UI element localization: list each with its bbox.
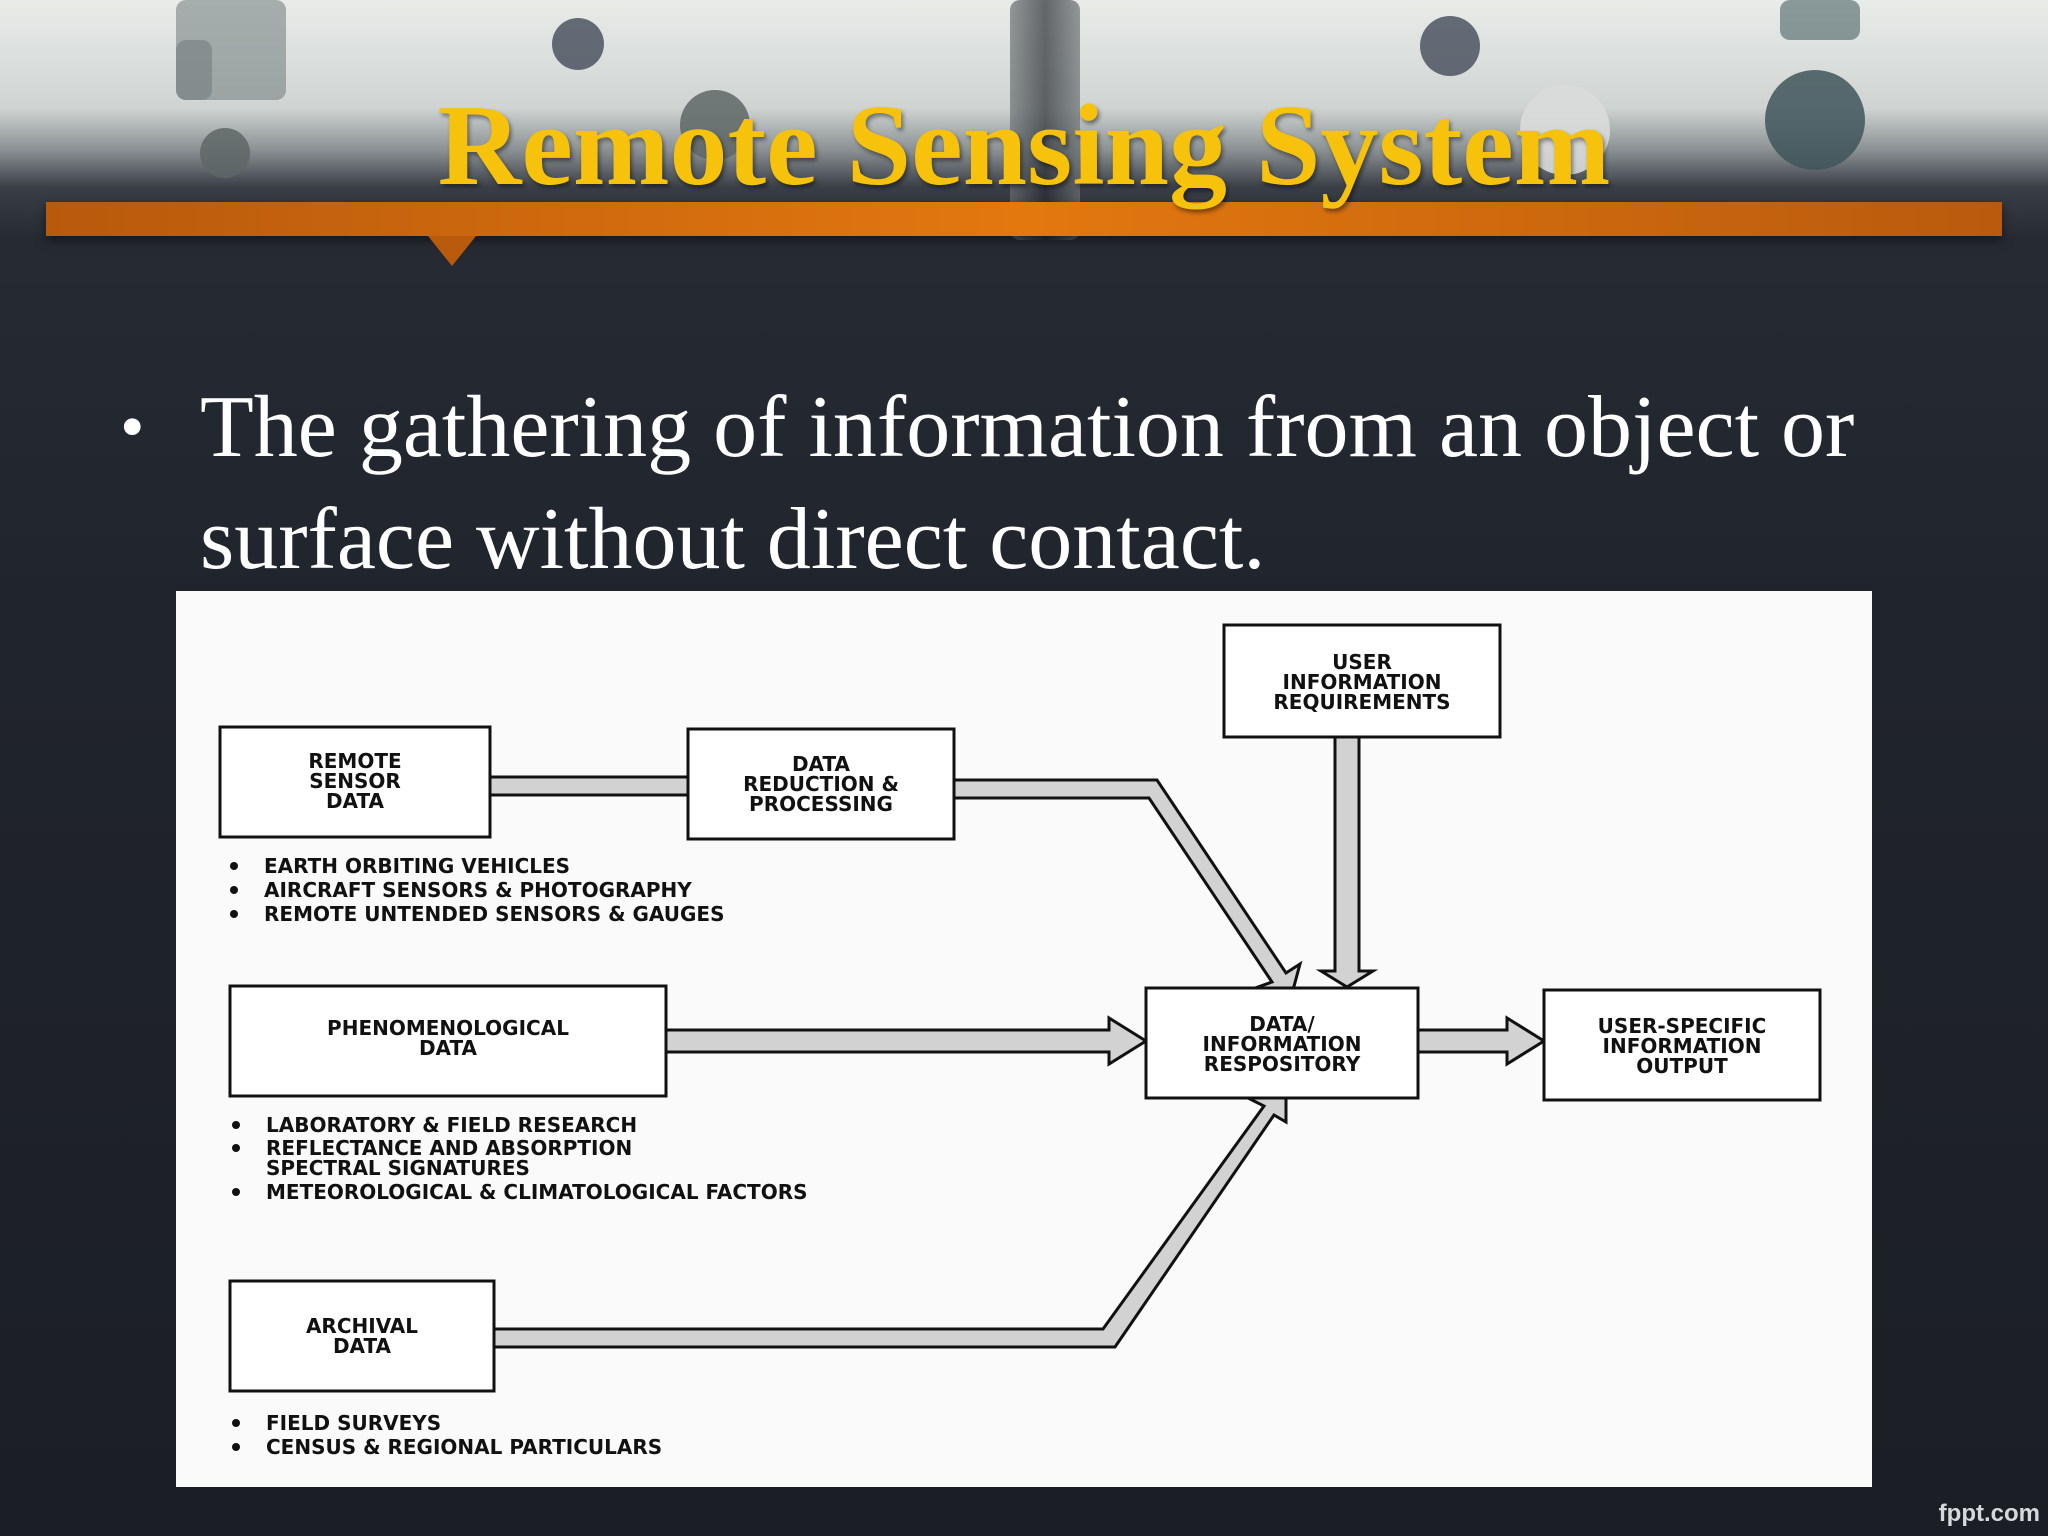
box-label-line: RESPOSITORY (1204, 1052, 1361, 1076)
header-background (0, 0, 2048, 240)
list-bullet-icon (230, 886, 238, 894)
list-item: REMOTE UNTENDED SENSORS & GAUGES (264, 902, 724, 926)
book-spine (1010, 0, 1080, 240)
background-shape (1780, 0, 1860, 40)
box-label-line: REMOTE (308, 749, 401, 773)
box-archival-data: ARCHIVAL DATA (228, 1279, 496, 1393)
list-item: CENSUS & REGIONAL PARTICULARS (266, 1435, 662, 1459)
box-label-line: REDUCTION & (743, 772, 899, 796)
arrow-phenomenological-to-repository (664, 1015, 1149, 1067)
list-archival-sources: FIELD SURVEYS CENSUS & REGIONAL PARTICUL… (232, 1411, 662, 1459)
box-label-line: PROCESSING (749, 792, 893, 816)
background-dot (680, 90, 750, 160)
box-label-line: INFORMATION (1203, 1032, 1362, 1056)
watermark: fppt.com (1938, 1500, 2040, 1527)
list-item: SPECTRAL SIGNATURES (266, 1156, 530, 1180)
list-bullet-icon (232, 1144, 240, 1152)
list-bullet-icon (232, 1419, 240, 1427)
background-shape (176, 40, 212, 100)
arrow-requirements-to-repository (1315, 735, 1379, 989)
box-label-line: DATA/ (1249, 1012, 1315, 1036)
box-label-line: DATA (792, 752, 851, 776)
background-dot (1520, 85, 1610, 175)
box-label-line: REQUIREMENTS (1273, 690, 1450, 714)
box-label-line: DATA (419, 1036, 478, 1060)
list-phenomenological-sources: LABORATORY & FIELD RESEARCH REFLECTANCE … (232, 1113, 808, 1204)
title-accent-notch (428, 236, 476, 266)
list-item: METEOROLOGICAL & CLIMATOLOGICAL FACTORS (266, 1180, 808, 1204)
box-label-line: DATA (333, 1334, 392, 1358)
bullet-icon: • (120, 389, 145, 466)
flow-diagram-svg: .pipe { fill:#d2d2d2; stroke:#111; strok… (218, 623, 1822, 1459)
box-phenomenological-data: PHENOMENOLOGICAL DATA (228, 984, 668, 1098)
box-user-information-requirements: USER INFORMATION REQUIREMENTS (1222, 623, 1502, 739)
slide-title: Remote Sensing System (437, 82, 1611, 210)
box-data-reduction-processing: DATA REDUCTION & PROCESSING (686, 727, 956, 841)
box-remote-sensor-data: REMOTE SENSOR DATA (218, 725, 492, 839)
background-dot (1765, 70, 1865, 170)
box-label-line: ARCHIVAL (306, 1314, 418, 1338)
list-bullet-icon (230, 862, 238, 870)
list-bullet-icon (230, 910, 238, 918)
box-label-line: USER-SPECIFIC (1598, 1014, 1767, 1038)
box-data-information-repository: DATA/ INFORMATION RESPOSITORY (1144, 986, 1420, 1100)
box-user-specific-output: USER-SPECIFIC INFORMATION OUTPUT (1542, 988, 1822, 1102)
list-bullet-icon (232, 1443, 240, 1451)
list-item: LABORATORY & FIELD RESEARCH (266, 1113, 637, 1137)
box-label-line: USER (1332, 650, 1392, 674)
background-dot (1420, 16, 1480, 76)
box-label-line: DATA (326, 789, 385, 813)
background-dot (200, 128, 250, 178)
list-remote-sensor-sources: EARTH ORBITING VEHICLES AIRCRAFT SENSORS… (230, 854, 724, 926)
arrow-archival-to-repository (492, 1081, 1288, 1349)
connector-sensor-to-reduction (488, 775, 690, 797)
title-accent-bar (46, 202, 2002, 236)
flow-diagram: .pipe { fill:#d2d2d2; stroke:#111; strok… (176, 591, 1872, 1487)
list-bullet-icon (232, 1188, 240, 1196)
box-label-line: INFORMATION (1283, 670, 1442, 694)
box-label-line: OUTPUT (1636, 1054, 1728, 1078)
list-item: REFLECTANCE AND ABSORPTION (266, 1136, 632, 1160)
arrow-repository-to-output (1416, 1015, 1547, 1067)
background-dot (552, 18, 604, 70)
list-item: FIELD SURVEYS (266, 1411, 441, 1435)
list-item: EARTH ORBITING VEHICLES (264, 854, 570, 878)
arrow-reduction-to-repository (952, 778, 1303, 1004)
box-label-line: PHENOMENOLOGICAL (327, 1016, 569, 1040)
box-label-line: INFORMATION (1603, 1034, 1762, 1058)
list-bullet-icon (232, 1121, 240, 1129)
box-label-line: SENSOR (309, 769, 401, 793)
list-item: AIRCRAFT SENSORS & PHOTOGRAPHY (264, 878, 692, 902)
bullet-text: The gathering of information from an obj… (200, 379, 1855, 588)
